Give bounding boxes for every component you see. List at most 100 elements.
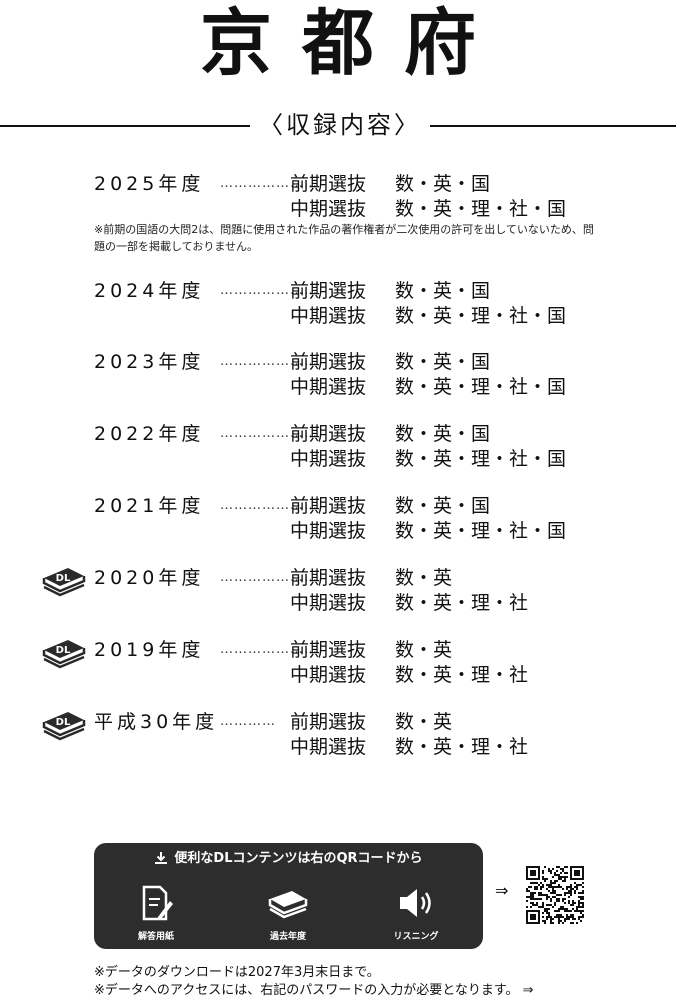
exam-row: 中期選抜 数・英・理・社・国 bbox=[290, 375, 566, 399]
footnote-download-deadline: ※データのダウンロードは2027年3月末日まで。 bbox=[94, 965, 380, 980]
exam-name: 前期選抜 bbox=[290, 711, 367, 733]
dl-badge-text: DL bbox=[56, 717, 71, 728]
dl-book-icon: DL bbox=[42, 712, 86, 741]
exam-row: 中期選抜 数・英・理・社・国 bbox=[290, 519, 566, 543]
leader-dots: ………………… bbox=[220, 570, 318, 585]
dl-heading-text: 便利なDLコンテンツは右のQRコードから bbox=[174, 851, 423, 866]
exam-row: 中期選抜 数・英・理・社 bbox=[290, 735, 528, 759]
year-label: 2022年度 bbox=[94, 423, 205, 445]
dl-item-past-years[interactable]: 過去年度 bbox=[238, 883, 338, 942]
year-entry: 2024年度 …………………前期選抜 数・英・国中期選抜 数・英・理・社・国 bbox=[0, 279, 676, 335]
year-label: 平成30年度 bbox=[94, 711, 219, 733]
exam-name: 前期選抜 bbox=[290, 423, 367, 445]
exam-row: 中期選抜 数・英・理・社・国 bbox=[290, 197, 566, 221]
year-label: 2024年度 bbox=[94, 280, 205, 302]
section-divider-left bbox=[0, 125, 250, 127]
page-title: 京都府 bbox=[199, 1, 506, 85]
exam-name: 前期選抜 bbox=[290, 639, 367, 661]
exam-row: 前期選抜 数・英・国 bbox=[290, 172, 490, 196]
exam-name: 中期選抜 bbox=[290, 736, 367, 758]
exam-subjects: 数・英・国 bbox=[395, 280, 491, 302]
exam-row: 中期選抜 数・英・理・社・国 bbox=[290, 447, 566, 471]
leader-dots: ………………… bbox=[220, 354, 318, 369]
year-label: 2021年度 bbox=[94, 495, 205, 517]
year-label: 2025年度 bbox=[94, 173, 205, 195]
year-entry: DL 2020年度 …………………前期選抜 数・英中期選抜 数・英・理・社 bbox=[0, 566, 676, 622]
footnote-password: ※データへのアクセスには、右記のパスワードの入力が必要となります。 ⇒ bbox=[94, 983, 534, 998]
exam-name: 中期選抜 bbox=[290, 305, 367, 327]
exam-row: 前期選抜 数・英 bbox=[290, 566, 452, 590]
exam-subjects: 数・英・国 bbox=[395, 173, 491, 195]
exam-subjects: 数・英・理・社 bbox=[395, 592, 529, 614]
leader-dots: ………………… bbox=[220, 426, 318, 441]
exam-subjects: 数・英・国 bbox=[395, 495, 491, 517]
exam-subjects: 数・英・理・社・国 bbox=[395, 520, 567, 542]
year-entry: DL 2019年度 …………………前期選抜 数・英中期選抜 数・英・理・社 bbox=[0, 638, 676, 694]
past-years-label: 過去年度 bbox=[269, 932, 306, 942]
leader-dots: ………………… bbox=[220, 642, 318, 657]
listening-speaker-icon bbox=[400, 889, 431, 917]
year-entry: 2021年度 …………………前期選抜 数・英・国中期選抜 数・英・理・社・国 bbox=[0, 494, 676, 550]
exam-row: 前期選抜 数・英・国 bbox=[290, 494, 490, 518]
exam-subjects: 数・英・国 bbox=[395, 351, 491, 373]
exam-subjects: 数・英・理・社・国 bbox=[395, 198, 567, 220]
exam-name: 前期選抜 bbox=[290, 567, 367, 589]
exam-row: 前期選抜 数・英・国 bbox=[290, 279, 490, 303]
arrow-to-qr: ⇒ bbox=[495, 881, 509, 900]
exam-subjects: 数・英・理・社・国 bbox=[395, 448, 567, 470]
exam-name: 中期選抜 bbox=[290, 592, 367, 614]
year-entry: DL 平成30年度………… 前期選抜 数・英中期選抜 数・英・理・社 bbox=[0, 710, 676, 766]
exam-name: 中期選抜 bbox=[290, 520, 367, 542]
exam-subjects: 数・英・理・社 bbox=[395, 736, 529, 758]
copyright-note: ※前期の国語の大問2は、問題に使用された作品の著作権者が二次使用の許可を出してい… bbox=[94, 223, 594, 253]
exam-row: 前期選抜 数・英・国 bbox=[290, 422, 490, 446]
year-entry: 2023年度 …………………前期選抜 数・英・国中期選抜 数・英・理・社・国 bbox=[0, 350, 676, 406]
exam-name: 中期選抜 bbox=[290, 376, 367, 398]
year-label: 2019年度 bbox=[94, 639, 205, 661]
listening-label: リスニング bbox=[393, 932, 439, 942]
download-icon bbox=[155, 852, 168, 864]
exam-name: 中期選抜 bbox=[290, 664, 367, 686]
exam-subjects: 数・英 bbox=[395, 639, 453, 661]
year-entry: 2025年度 …………………前期選抜 数・英・国中期選抜 数・英・理・社・国 bbox=[0, 172, 676, 228]
exam-name: 前期選抜 bbox=[290, 351, 367, 373]
exam-row: 前期選抜 数・英・国 bbox=[290, 350, 490, 374]
exam-name: 前期選抜 bbox=[290, 495, 367, 517]
exam-name: 前期選抜 bbox=[290, 173, 367, 195]
answer-sheet-label: 解答用紙 bbox=[137, 932, 174, 942]
exam-name: 前期選抜 bbox=[290, 280, 367, 302]
dl-book-icon: DL bbox=[42, 568, 86, 597]
section-label: 〈収録内容〉 bbox=[259, 111, 421, 139]
dl-badge-text: DL bbox=[56, 573, 71, 584]
year-label: 2023年度 bbox=[94, 351, 205, 373]
dl-badge-text: DL bbox=[56, 645, 71, 656]
qr-code-icon[interactable] bbox=[526, 866, 584, 924]
exam-subjects: 数・英・理・社 bbox=[395, 664, 529, 686]
dl-content-panel: 便利なDLコンテンツは右のQRコードから 解答用紙 過去年度 リスニング bbox=[94, 843, 483, 949]
dl-item-listening[interactable]: リスニング bbox=[366, 883, 466, 942]
dl-panel-heading: 便利なDLコンテンツは右のQRコードから bbox=[94, 849, 483, 869]
exam-row: 中期選抜 数・英・理・社 bbox=[290, 663, 528, 687]
exam-row: 中期選抜 数・英・理・社・国 bbox=[290, 304, 566, 328]
exam-name: 中期選抜 bbox=[290, 198, 367, 220]
answer-sheet-icon bbox=[142, 885, 173, 921]
dl-book-icon: DL bbox=[42, 640, 86, 669]
exam-subjects: 数・英 bbox=[395, 567, 453, 589]
leader-dots: ………………… bbox=[220, 283, 318, 298]
exam-row: 前期選抜 数・英 bbox=[290, 638, 452, 662]
exam-subjects: 数・英・理・社・国 bbox=[395, 305, 567, 327]
year-entry: 2022年度 …………………前期選抜 数・英・国中期選抜 数・英・理・社・国 bbox=[0, 422, 676, 478]
leader-dots: ………………… bbox=[220, 498, 318, 513]
dl-item-answer-sheet[interactable]: 解答用紙 bbox=[106, 883, 206, 942]
exam-subjects: 数・英 bbox=[395, 711, 453, 733]
section-divider-right bbox=[430, 125, 676, 127]
leader-dots: ………………… bbox=[220, 176, 318, 191]
year-label: 2020年度 bbox=[94, 567, 205, 589]
exam-name: 中期選抜 bbox=[290, 448, 367, 470]
exam-subjects: 数・英・理・社・国 bbox=[395, 376, 567, 398]
exam-row: 中期選抜 数・英・理・社 bbox=[290, 591, 528, 615]
exam-row: 前期選抜 数・英 bbox=[290, 710, 452, 734]
leader-dots: ………… bbox=[220, 714, 276, 729]
exam-subjects: 数・英・国 bbox=[395, 423, 491, 445]
past-years-books-icon bbox=[268, 891, 308, 919]
